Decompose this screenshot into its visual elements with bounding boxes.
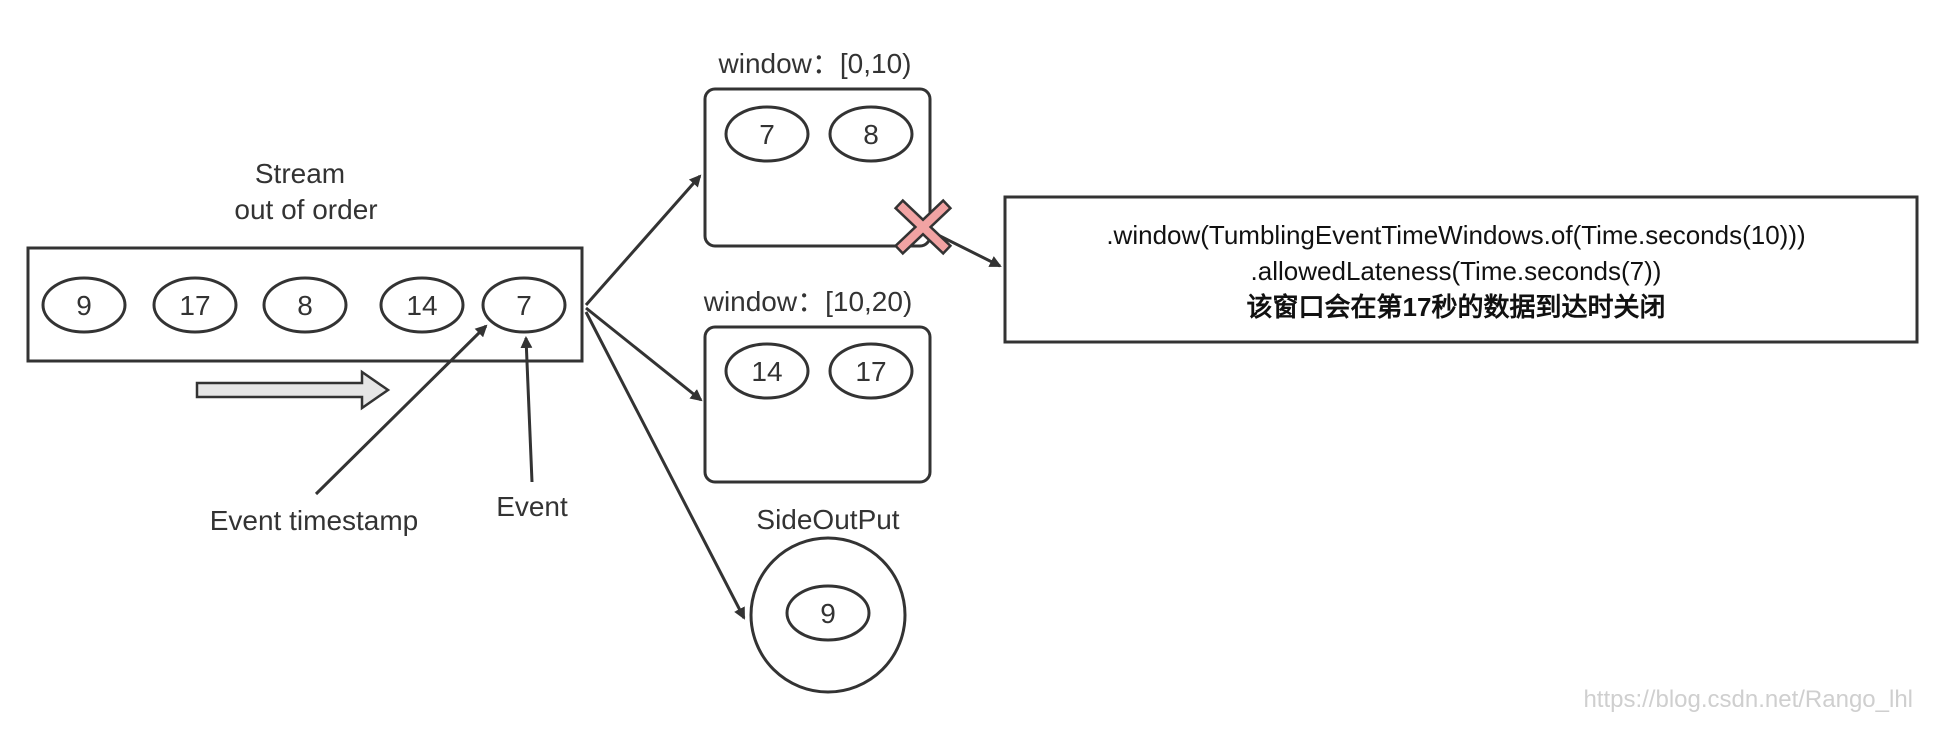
stream-event-oval [41,276,127,334]
code-line-note: 该窗口会在第17秒的数据到达时关闭 [1247,292,1666,322]
stream-event-oval [481,276,567,334]
code-line-allowed-lateness: .allowedLateness(Time.seconds(7)) [1251,256,1662,286]
x-icon [893,198,953,256]
code-line-window: .window(TumblingEventTimeWindows.of(Time… [1106,220,1805,250]
stream-subtitle: out of order [234,194,377,225]
event-label: Event [496,491,568,522]
event-timestamp-label: Event timestamp [210,505,419,536]
route-arrow-side-output [584,311,746,620]
event-pointer [520,336,534,483]
side-output-event-oval [785,584,871,642]
stream-event-label: 7 [516,290,532,321]
side-output-label: SideOutPut [756,504,899,535]
window-event-oval [724,105,810,163]
stream-title: Stream [255,158,345,189]
window-event-oval [724,342,810,400]
stream-event-oval [262,276,348,334]
window-1-label: window：[0,10) [718,48,912,79]
window-event-oval [828,342,914,400]
code-box [1003,195,1919,344]
window-event-label: 17 [855,356,886,387]
event-timestamp-pointer [314,324,488,496]
window-event-label: 14 [751,356,782,387]
window-2-label: window：[10,20) [703,286,913,317]
window-event-label: 8 [863,119,879,150]
stream-event-label: 9 [76,290,92,321]
side-output-event-label: 9 [820,598,836,629]
stream-event-oval [152,276,238,334]
stream-event-oval [379,276,465,334]
stream-event-label: 8 [297,290,313,321]
flow-direction-arrow [195,369,391,411]
watermark: https://blog.csdn.net/Rango_lhl [1583,686,1913,713]
window-event-label: 7 [759,119,775,150]
stream-event-label: 17 [179,290,210,321]
route-arrow-window-1 [584,174,702,306]
stream-event-label: 14 [406,290,437,321]
window-event-oval [828,105,914,163]
route-arrow-window-2 [585,306,703,402]
